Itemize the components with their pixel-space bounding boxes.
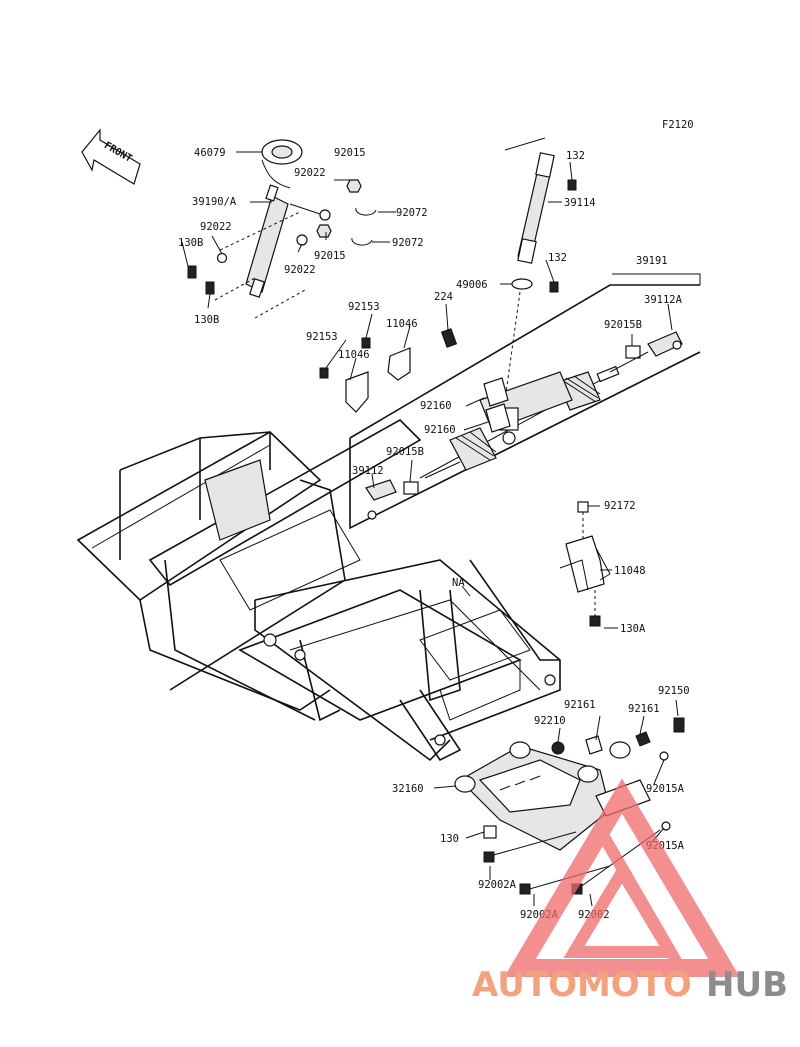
watermark-logo: AUTOMOTO HUB xyxy=(472,778,788,1005)
part-label-92153: 92153 xyxy=(306,331,338,343)
part-label-92161: 92161 xyxy=(628,703,660,715)
part-label-92172: 92172 xyxy=(604,500,636,512)
part-label-32160: 32160 xyxy=(392,783,424,795)
part-label-11046: 11046 xyxy=(338,349,370,361)
part-label-130a: 130A xyxy=(620,623,646,635)
part-label-130b: 130B xyxy=(178,237,203,249)
part-label-92015: 92015 xyxy=(334,147,366,159)
part-label-39112a: 39112A xyxy=(644,294,683,306)
part-label-92022: 92022 xyxy=(294,167,326,179)
part-label-92150: 92150 xyxy=(658,685,690,697)
brackets-11046-group xyxy=(319,337,411,413)
part-label-39191: 39191 xyxy=(636,255,668,267)
part-label-92161: 92161 xyxy=(564,699,596,711)
part-label-92015: 92015 xyxy=(314,250,346,262)
figure-code: F2120 xyxy=(662,119,694,131)
part-label-224: 224 xyxy=(434,291,453,303)
part-label-92015b: 92015B xyxy=(386,446,424,458)
part-label-130b: 130B xyxy=(194,314,219,326)
watermark-text-automoto: AUTOMOTO xyxy=(472,965,692,1005)
part-label-11046: 11046 xyxy=(386,318,418,330)
front-arrow-icon: FRONT xyxy=(81,128,141,185)
part-label-92015b: 92015B xyxy=(604,319,642,331)
watermark-triangle-icon xyxy=(504,778,740,977)
part-label-49006: 49006 xyxy=(456,279,488,291)
part-label-92002a: 92002A xyxy=(478,879,517,891)
swing-arm-group xyxy=(454,717,685,895)
part-label-46079: 46079 xyxy=(194,147,226,159)
part-label-92153: 92153 xyxy=(348,301,380,313)
part-label-132: 132 xyxy=(566,150,585,162)
steering-column-group xyxy=(187,139,377,319)
part-label-130: 130 xyxy=(440,833,459,845)
part-label-92022: 92022 xyxy=(284,264,316,276)
part-label-92160: 92160 xyxy=(420,400,452,412)
part-label-11048: 11048 xyxy=(614,565,646,577)
bracket-11048-group xyxy=(559,501,611,627)
part-label-39114: 39114 xyxy=(564,197,596,209)
part-label-92015a: 92015A xyxy=(646,783,685,795)
part-label-na: NA xyxy=(452,577,465,589)
watermark-text-hub: HUB xyxy=(706,965,788,1005)
part-label-92160: 92160 xyxy=(424,424,456,436)
leader-lines xyxy=(181,151,701,907)
steering-rack-group xyxy=(349,284,701,530)
part-label-92022: 92022 xyxy=(200,221,232,233)
part-label-92072: 92072 xyxy=(392,237,424,249)
vehicle-frame xyxy=(76,419,561,762)
intermediate-shaft-group xyxy=(440,137,577,401)
part-label-92072: 92072 xyxy=(396,207,428,219)
part-label-92210: 92210 xyxy=(534,715,566,727)
part-label-39112: 39112 xyxy=(352,465,384,477)
part-label-132: 132 xyxy=(548,252,567,264)
part-label-39190-a: 39190/A xyxy=(192,196,237,208)
